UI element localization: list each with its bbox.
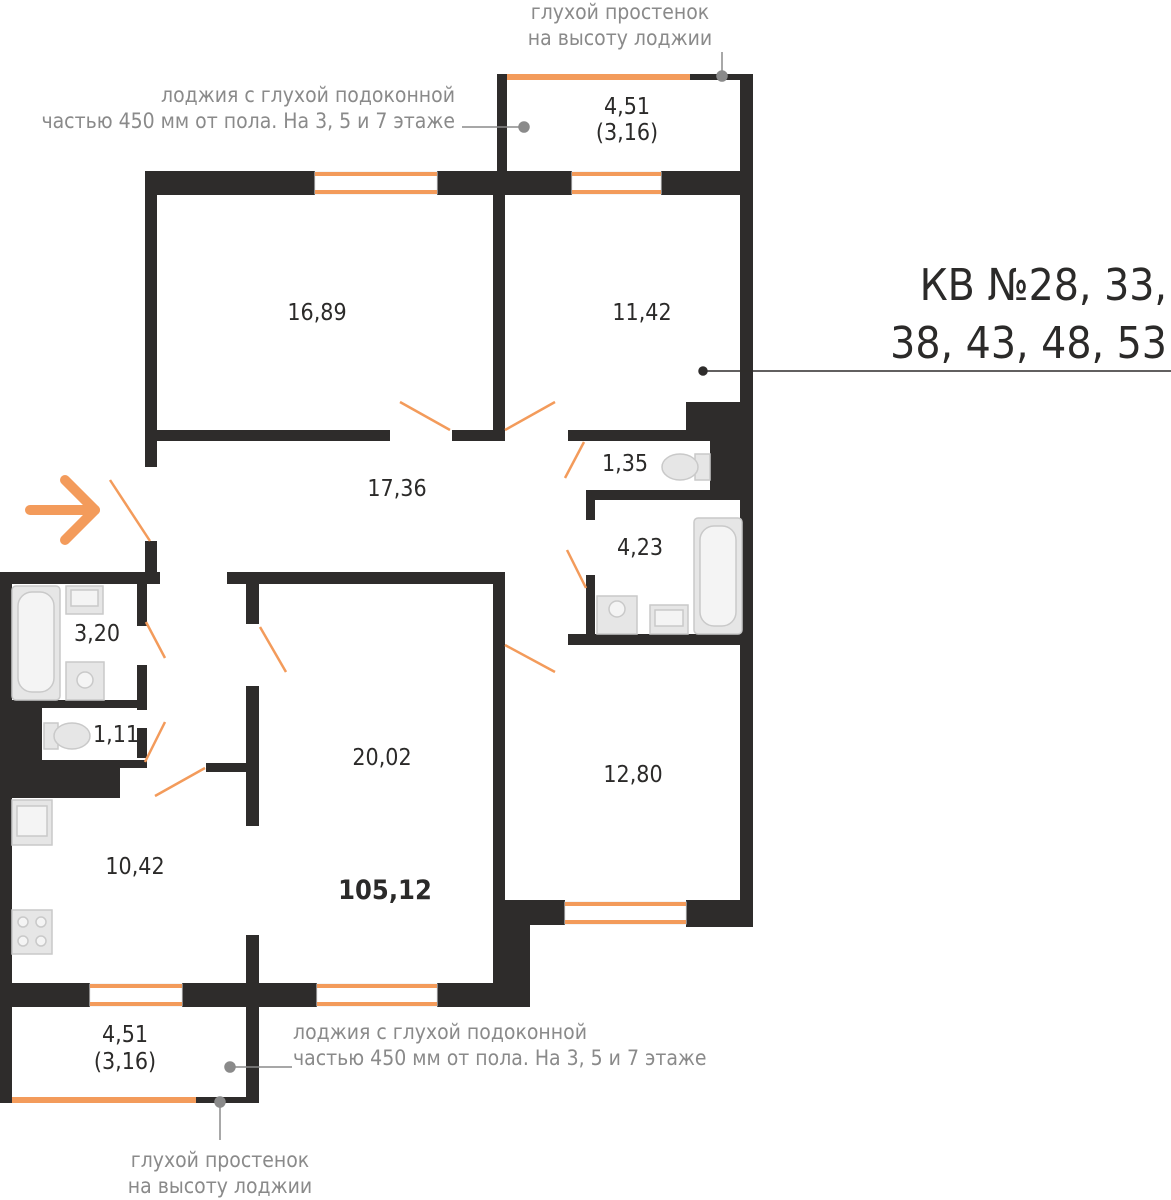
note-top-loggia-line1: лоджия с глухой подоконной [161, 83, 455, 107]
stove-icon [11, 909, 53, 955]
note-bottom-loggia-line2: частью 450 мм от пола. На 3, 5 и 7 этаже [293, 1046, 707, 1070]
note-bottom-wall-line2: на высоту лоджии [127, 1174, 313, 1198]
total-area: 105,12 [338, 875, 432, 906]
annotation-leaders [214, 52, 728, 1140]
loggia-top-area-alt: (3,16) [595, 120, 659, 146]
room-area-wc-left: 1,11 [92, 722, 140, 748]
room-area-bathroom-right: 4,23 [616, 535, 664, 561]
apartment-leader [698, 366, 1171, 376]
room-area-wc-small: 1,35 [601, 451, 649, 477]
note-top-wall-line2: на высоту лоджии [527, 26, 713, 50]
apartment-title-line2: 38, 43, 48, 53 [890, 318, 1167, 369]
door-swings [108, 400, 588, 798]
note-bottom-wall-line1: глухой простенок [130, 1148, 310, 1172]
entrance-arrow-icon [25, 475, 100, 545]
apartment-title-line1: КВ №28, 33, [919, 260, 1167, 311]
room-area-bedroom-bottom: 12,80 [603, 762, 663, 788]
loggia-bottom-area: 4,51 [101, 1022, 149, 1048]
walls [0, 74, 753, 1103]
toilet-icon [661, 453, 711, 481]
loggia-bottom-area-alt: (3,16) [93, 1049, 157, 1075]
room-area-bathroom-left: 3,20 [73, 621, 121, 647]
room-area-kitchen: 10,42 [105, 854, 165, 880]
room-area-bedroom-right: 11,42 [612, 300, 672, 326]
note-bottom-loggia-line1: лоджия с глухой подоконной [293, 1020, 587, 1044]
toilet-icon [43, 722, 91, 750]
room-area-living-room: 20,02 [352, 745, 412, 771]
room-area-hall: 17,36 [367, 476, 427, 502]
note-top-loggia-line2: частью 450 мм от пола. На 3, 5 и 7 этаже [41, 109, 455, 133]
fixtures [11, 453, 743, 955]
note-top-wall-line1: глухой простенок [530, 0, 710, 24]
windows [12, 74, 690, 1103]
room-area-bedroom-left: 16,89 [287, 300, 347, 326]
loggia-top-area: 4,51 [603, 94, 651, 120]
